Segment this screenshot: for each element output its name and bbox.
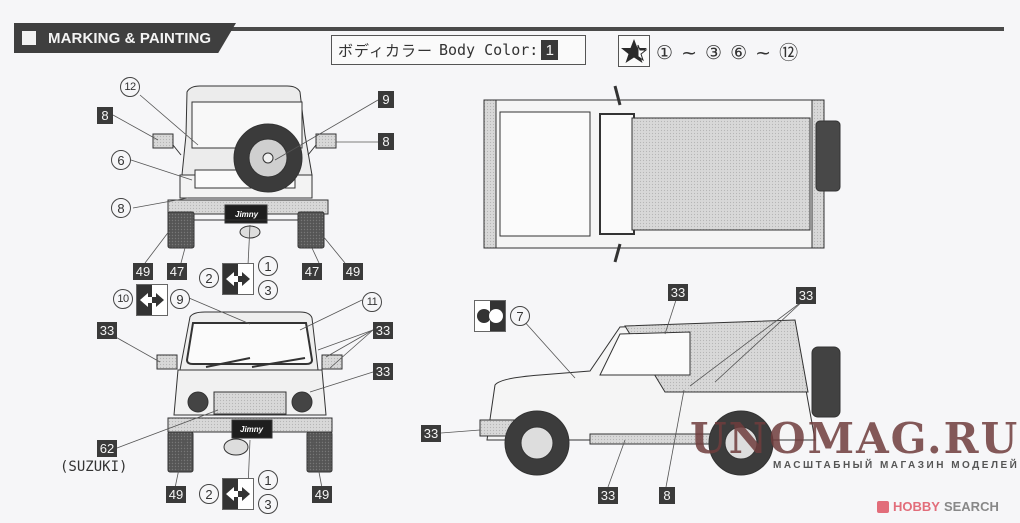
front-view: Jimny (156, 311, 343, 473)
two-circle-decal-icon (474, 300, 506, 332)
body-color-code: 1 (541, 40, 559, 60)
decal-12-callout: 12 (120, 77, 140, 97)
paint-49-front-left-callout: 49 (166, 486, 186, 503)
paint-33-grille-callout: 33 (373, 363, 393, 380)
paint-49-front-right-callout: 49 (312, 486, 332, 503)
hobby-search-search: SEARCH (943, 499, 999, 514)
windshield-double-arrow-icon (136, 284, 168, 316)
hobby-search-icon (877, 500, 889, 513)
sticker-range: ① ~ ③ ⑥ ~ ⑫ (656, 42, 800, 64)
decal-6-callout: 6 (111, 150, 131, 170)
side-view (479, 319, 841, 476)
header-rule (228, 27, 1004, 31)
rear-plate-text: Jimny (235, 210, 259, 219)
decal-11-callout: 11 (362, 292, 382, 312)
unomag-watermark: UNOMAG.RU (690, 414, 1020, 463)
paint-8-handle-callout: 8 (659, 487, 675, 504)
paint-33-wipers-callout: 33 (373, 322, 393, 339)
body-color-box: ボディカラー Body Color: 1 (331, 35, 586, 65)
front-plate-text: Jimny (240, 425, 264, 434)
rear-plate-double-arrow-icon (222, 263, 254, 295)
paint-33-mirror-callout: 33 (97, 322, 117, 339)
rear-plate-decal-3: 3 (258, 280, 278, 300)
body-color-label-jp: ボディカラー (338, 41, 433, 60)
front-plate-decal-2: 2 (199, 484, 219, 504)
decal-8-callout: 8 (111, 198, 131, 218)
paint-49-rear-left-callout: 49 (133, 263, 153, 280)
body-color-label-en: Body Color: (438, 41, 539, 59)
paint-33-bumper-callout: 33 (421, 425, 441, 442)
section-header: MARKING & PAINTING (14, 23, 236, 53)
paint-8-right-callout: 8 (378, 133, 394, 150)
hobby-search-hobby: HOBBY (893, 499, 940, 514)
unomag-watermark-subtitle: МАСШТАБНЫЙ МАГАЗИН МОДЕЛЕЙ (773, 460, 1020, 471)
hobby-search-logo: HOBBY SEARCH (877, 499, 999, 514)
star-sticker-icon (618, 35, 650, 67)
front-plate-decal-3: 3 (258, 494, 278, 514)
paint-62-callout: 62 (97, 440, 117, 457)
paint-47-rear-left-callout: 47 (167, 263, 187, 280)
windshield-decal-9: 9 (170, 289, 190, 309)
paint-33-door-callout: 33 (796, 287, 816, 304)
front-plate-decal-1: 1 (258, 470, 278, 490)
paint-33-top-callout: 33 (668, 284, 688, 301)
paint-62-note: (SUZUKI) (60, 459, 128, 475)
top-view (483, 85, 841, 263)
front-plate-double-arrow-icon (222, 478, 254, 510)
rear-view: Jimny (152, 85, 337, 249)
paint-49-rear-right-callout: 49 (343, 263, 363, 280)
paint-47-rear-right-callout: 47 (302, 263, 322, 280)
leader-lines (111, 94, 805, 489)
section-title: MARKING & PAINTING (48, 29, 212, 47)
paint-9-callout: 9 (378, 91, 394, 108)
rear-plate-decal-1: 1 (258, 256, 278, 276)
rear-plate-decal-2: 2 (199, 268, 219, 288)
paint-33-sill-callout: 33 (598, 487, 618, 504)
paint-8-left-callout: 8 (97, 107, 113, 124)
decal-7-callout: 7 (510, 306, 530, 326)
windshield-decal-10: 10 (113, 289, 133, 309)
header-square-icon (22, 31, 36, 45)
